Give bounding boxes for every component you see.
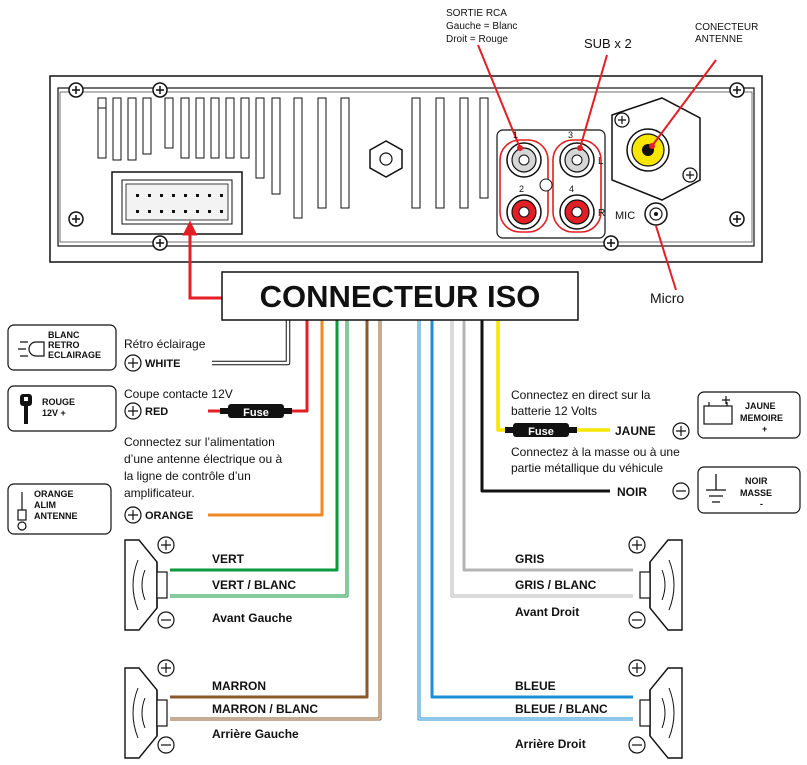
right-channel-label: R	[598, 208, 605, 219]
minus-icon	[157, 736, 175, 754]
front-right-positive: GRIS	[515, 552, 544, 566]
connector-title: CONNECTEUR ISO	[260, 279, 541, 314]
iso-connector-box: CONNECTEUR ISO	[221, 271, 579, 321]
rca-right-note: Droit = Rouge	[446, 34, 508, 45]
sub-label: SUB x 2	[584, 36, 632, 51]
speaker-rear-right-icon	[639, 667, 683, 759]
front-left-negative: VERT / BLANC	[212, 578, 296, 592]
plus-icon	[124, 506, 142, 524]
lamp-icon	[18, 341, 45, 357]
rca-jack-white-3	[559, 142, 595, 178]
ground-box	[697, 466, 801, 514]
ground-box-line-2: MASSE	[740, 488, 772, 498]
fuse-ignition: Fuse	[220, 404, 292, 419]
ignition-box-line-2: 12V +	[42, 408, 66, 418]
battery-box-line-3: +	[762, 424, 767, 434]
backlight-label: Rétro éclairage	[124, 337, 206, 351]
ground-text-2: partie métallique du véhicule	[511, 461, 663, 475]
plus-icon	[157, 659, 175, 677]
battery-box-line-2: MEMOIRE	[740, 413, 783, 423]
battery-wire-label: JAUNE	[615, 424, 656, 438]
speaker-front-right-icon	[639, 539, 683, 631]
ground-text-1: Connectez à la masse ou à une	[511, 445, 680, 459]
minus-icon	[672, 482, 690, 500]
antenna-label-2: ANTENNE	[695, 34, 743, 45]
fuse-label-right: Fuse	[528, 426, 554, 438]
front-left-name: Avant Gauche	[212, 611, 293, 625]
ground-wire-label: NOIR	[617, 485, 647, 499]
iso-socket	[111, 171, 243, 235]
jack-number-4: 4	[569, 184, 574, 194]
speaker-rear-left-icon	[124, 667, 168, 759]
antenna-text-1: Connectez sur l’alimentation	[124, 435, 275, 449]
rear-left-name: Arrière Gauche	[212, 727, 299, 741]
front-right-name: Avant Droit	[515, 605, 579, 619]
screw-icon	[68, 82, 745, 251]
rca-output-title: SORTIE RCA	[446, 8, 507, 19]
ignition-wire-label: RED	[145, 406, 168, 418]
minus-icon	[628, 736, 646, 754]
jack-number-2: 2	[519, 184, 524, 194]
left-channel-label: L	[598, 156, 604, 167]
rca-jack-red-2	[506, 194, 542, 230]
backlight-box-line-1: BLANC	[48, 330, 80, 340]
micro-label: Micro	[650, 290, 684, 306]
head-unit-rear	[49, 75, 763, 263]
rca-left-note: Gauche = Blanc	[446, 21, 517, 32]
ground-icon	[706, 474, 726, 503]
antenna-text-2: d’une antenne électrique ou à	[124, 452, 282, 466]
key-icon	[20, 394, 32, 424]
fuse-label-left: Fuse	[243, 407, 269, 419]
antenna-icon	[17, 492, 27, 531]
mic-jack-icon	[644, 202, 668, 226]
antenna-box-line-2: ALIM	[34, 500, 56, 510]
plus-icon	[672, 422, 690, 440]
plus-icon	[628, 536, 646, 554]
rear-right-negative: BLEUE / BLANC	[515, 702, 608, 716]
antenna-text-3: la ligne de contrôle d’un	[124, 469, 251, 483]
antenna-box-line-3: ANTENNE	[34, 511, 78, 521]
ground-box-line-1: NOIR	[745, 476, 768, 486]
backlight-box-line-3: ECLAIRAGE	[48, 350, 101, 360]
ignition-box-line-1: ROUGE	[42, 397, 75, 407]
rca-jack-white-1	[506, 142, 542, 178]
rear-left-negative: MARRON / BLANC	[212, 702, 318, 716]
antenna-wire-label: ORANGE	[145, 510, 193, 522]
speaker-front-left-icon	[124, 539, 168, 631]
battery-text-1: Connectez en direct sur la	[511, 388, 651, 402]
ignition-box	[7, 385, 117, 432]
antenna-connector	[611, 97, 701, 201]
plus-icon	[628, 659, 646, 677]
ignition-label: Coupe contacte 12V	[124, 387, 233, 401]
antenna-label-1: CONECTEUR	[695, 22, 758, 33]
front-right-negative: GRIS / BLANC	[515, 578, 597, 592]
rear-right-name: Arrière Droit	[515, 737, 586, 751]
jack-number-3: 3	[568, 130, 573, 140]
ground-box-line-3: -	[760, 499, 763, 509]
minus-icon	[628, 611, 646, 629]
antenna-box-line-1: ORANGE	[34, 489, 74, 499]
jack-number-1: 1	[513, 130, 518, 140]
front-left-positive: VERT	[212, 552, 245, 566]
rear-right-positive: BLEUE	[515, 679, 556, 693]
mic-label: MIC	[615, 210, 635, 222]
plus-icon	[124, 354, 142, 372]
backlight-box-line-2: RETRO	[48, 340, 80, 350]
hex-nut-icon	[369, 140, 403, 178]
backlight-wire-label: WHITE	[145, 358, 180, 370]
plus-icon	[157, 536, 175, 554]
rca-jack-red-4	[559, 194, 595, 230]
battery-box-line-1: JAUNE	[745, 401, 776, 411]
battery-text-2: batterie 12 Volts	[511, 404, 597, 418]
backlight-box	[7, 324, 117, 371]
rear-left-positive: MARRON	[212, 679, 266, 693]
battery-box	[697, 391, 801, 439]
antenna-power-box	[7, 483, 112, 535]
plus-icon	[124, 402, 142, 420]
fuse-battery: Fuse	[505, 423, 577, 438]
battery-icon	[703, 396, 733, 425]
antenna-text-4: amplificateur.	[124, 486, 195, 500]
minus-icon	[157, 611, 175, 629]
